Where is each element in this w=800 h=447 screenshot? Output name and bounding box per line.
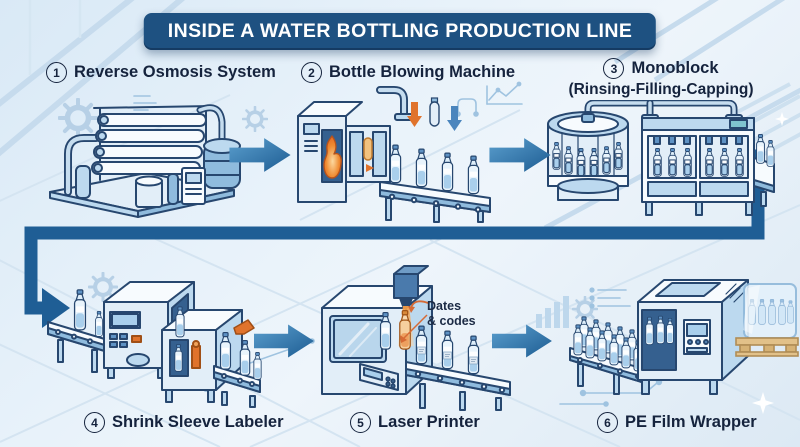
stage-label-4: 4 Shrink Sleeve Labeler <box>84 412 284 433</box>
labeler-infeed-conveyor <box>47 321 109 373</box>
flow-connector-arrowhead <box>42 288 70 328</box>
wrapper-machine <box>637 279 749 395</box>
pe-film-wrapper-illustration <box>569 279 799 395</box>
blow-cabinet <box>297 101 363 203</box>
laser-annotation: Dates & codes <box>427 299 476 329</box>
flow-arrow-2-3 <box>489 136 553 174</box>
stage-title-1: Reverse Osmosis System <box>74 63 276 81</box>
laser-annotation-line1: Dates <box>427 299 462 313</box>
preform-icon <box>429 97 440 127</box>
printer-conveyor <box>405 361 511 411</box>
stage-title-2: Bottle Blowing Machine <box>329 63 516 81</box>
ro-prefilter <box>75 165 91 199</box>
stage-title-6: PE Film Wrapper <box>625 413 757 431</box>
stage-label-3: 3 Monoblock (Rinsing-Filling-Capping) <box>556 58 766 99</box>
line-chart-icon <box>486 81 523 105</box>
stage-number-6: 6 <box>597 412 618 433</box>
printer-head <box>393 265 429 307</box>
flow-arrow-5-6 <box>492 322 554 360</box>
bottle-blowing-illustration <box>297 86 491 223</box>
blow-process-icons <box>407 97 462 131</box>
stage-number-5: 5 <box>350 412 371 433</box>
printer-bottles <box>379 310 480 375</box>
ro-membrane-rack <box>91 105 213 181</box>
mold-arrow-icon <box>366 164 374 172</box>
wooden-pallet <box>735 337 799 357</box>
blow-overhead-pipe <box>376 86 414 121</box>
mono-carousel-top <box>547 111 629 201</box>
monoblock-illustration <box>547 100 775 216</box>
mono-base <box>645 181 753 216</box>
ro-control-panel <box>181 167 206 205</box>
stage-label-5: 5 Laser Printer <box>350 412 480 433</box>
stage-number-2: 2 <box>301 62 322 83</box>
flow-arrow-1-2 <box>229 136 293 174</box>
stage-title-3: Monoblock <box>631 59 719 77</box>
stage-title-4: Shrink Sleeve Labeler <box>112 413 284 431</box>
stage-label-6: 6 PE Film Wrapper <box>597 412 757 433</box>
label-applicator-icon <box>233 319 255 335</box>
orange-down-arrow-icon <box>407 102 422 127</box>
list-icon <box>589 287 631 309</box>
stage-number-1: 1 <box>46 62 67 83</box>
wall-panels-left <box>28 0 82 75</box>
annotation-arrows <box>400 300 429 343</box>
wrapper-tunnel-bottles <box>645 315 674 346</box>
blow-mold-unit <box>345 125 391 183</box>
printer-keypad <box>359 363 399 391</box>
labeler-outfeed-conveyor <box>213 365 261 408</box>
stage-label-1: 1 Reverse Osmosis System <box>46 62 276 83</box>
mono-pipes <box>584 100 743 121</box>
printed-codes <box>417 346 478 365</box>
heater-flame-icon <box>323 135 342 179</box>
code-lines <box>419 349 476 362</box>
shrink-labeler-illustration <box>47 281 262 408</box>
laser-printer-illustration <box>321 265 511 411</box>
ro-front-cylinder <box>135 175 163 208</box>
blue-down-arrow-icon <box>447 106 462 131</box>
ro-filter-cylinder <box>167 173 179 205</box>
ro-left-pipe <box>64 134 100 196</box>
blow-conveyor <box>379 181 491 223</box>
reverse-osmosis-illustration <box>49 104 241 218</box>
wall-beams-left <box>0 0 186 157</box>
stage-number-4: 4 <box>84 412 105 433</box>
wrapped-pack <box>743 283 797 339</box>
ro-tank-pipe <box>196 104 226 144</box>
labeler-infeed-bottles <box>73 289 103 337</box>
stage-title-5: Laser Printer <box>378 413 480 431</box>
stage-number-3: 3 <box>603 58 625 79</box>
bar-chart-icon <box>536 296 569 328</box>
stage-subtitle-3: (Rinsing-Filling-Capping) <box>568 81 754 98</box>
page-title: INSIDE A WATER BOTTLING PRODUCTION LINE <box>143 13 657 50</box>
laser-annotation-line2: & codes <box>427 314 476 328</box>
stage-label-2: 2 Bottle Blowing Machine <box>301 62 515 83</box>
flow-arrow-4-5 <box>254 322 316 360</box>
